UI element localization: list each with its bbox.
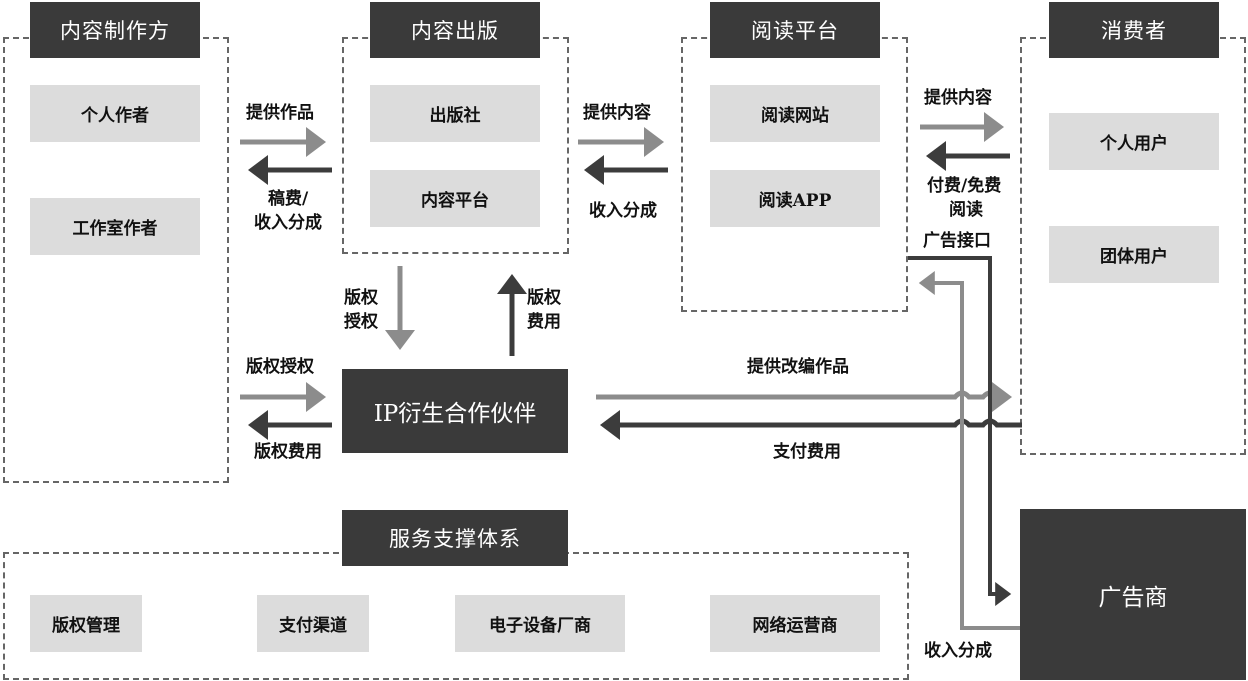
label-copyright-license-v1: 版权 <box>344 288 378 308</box>
item-reading-app: 阅读APP <box>710 170 880 227</box>
label-pay-fee: 支付费用 <box>773 442 841 462</box>
label-copyright-fee: 版权费用 <box>254 442 322 462</box>
publishing-header: 内容出版 <box>370 2 540 58</box>
advertiser-node: 广告商 <box>1020 509 1246 680</box>
item-copyright-management: 版权管理 <box>30 595 142 652</box>
item-device-manufacturer: 电子设备厂商 <box>455 595 625 652</box>
label-revenue-share-1: 收入分成 <box>254 213 322 233</box>
consumers-header: 消费者 <box>1049 2 1219 58</box>
label-provide-works: 提供作品 <box>246 103 314 123</box>
item-reading-website: 阅读网站 <box>710 85 880 142</box>
item-payment-channel: 支付渠道 <box>257 595 369 652</box>
label-ad-interface: 广告接口 <box>923 231 991 251</box>
arrow-ad-interface <box>908 256 1012 606</box>
label-copyright-license-v2: 授权 <box>344 312 378 332</box>
label-provide-adapted-works: 提供改编作品 <box>747 357 849 377</box>
services-header: 服务支撑体系 <box>342 510 568 566</box>
label-provide-content-1: 提供内容 <box>583 103 651 123</box>
label-ad-revenue-share: 收入分成 <box>924 641 992 661</box>
label-copyright-license: 版权授权 <box>246 357 314 377</box>
producers-header: 内容制作方 <box>30 2 200 58</box>
item-network-operator: 网络运营商 <box>710 595 880 652</box>
label-manuscript-fee: 稿费/ <box>268 189 309 209</box>
arrow-provide-adapted-works <box>596 382 1012 412</box>
label-copyright-fee-v2: 费用 <box>527 312 561 332</box>
label-revenue-share-2: 收入分成 <box>589 201 657 221</box>
label-copyright-fee-v1: 版权 <box>527 288 561 308</box>
item-publisher: 出版社 <box>370 85 540 142</box>
label-paid-free-1: 付费/免费 <box>927 176 1002 196</box>
item-individual-user: 个人用户 <box>1049 113 1219 170</box>
arrow-pay-fee <box>600 410 1022 440</box>
label-paid-free-2: 阅读 <box>949 200 983 220</box>
item-studio-author: 工作室作者 <box>30 198 200 255</box>
label-provide-content-2: 提供内容 <box>924 88 992 108</box>
reading-header: 阅读平台 <box>710 2 880 58</box>
arrow-ad-revenue-share <box>918 271 1020 630</box>
item-individual-author: 个人作者 <box>30 85 200 142</box>
ip-partner-node: IP衍生合作伙伴 <box>342 369 568 453</box>
item-group-user: 团体用户 <box>1049 226 1219 283</box>
item-content-platform: 内容平台 <box>370 170 540 227</box>
